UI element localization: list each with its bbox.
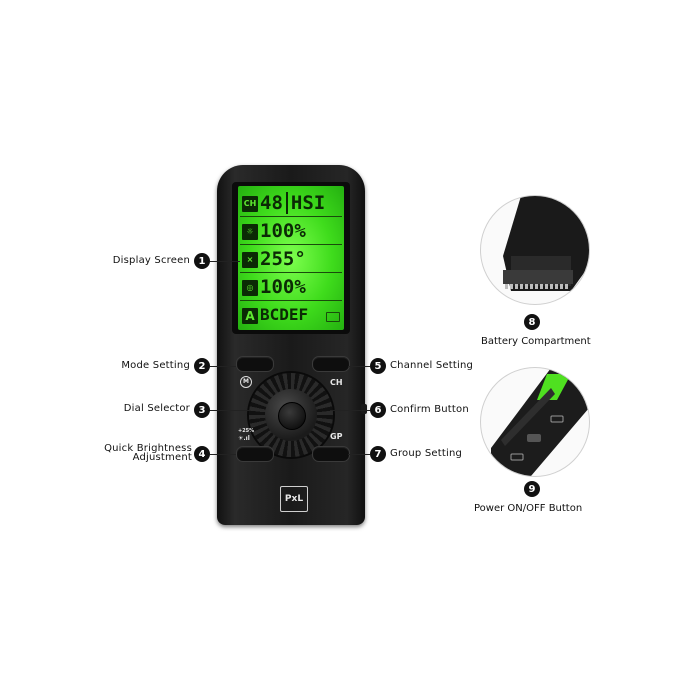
callout-label-confirm-button: Confirm Button: [390, 404, 469, 415]
callout-label-dial-selector: Dial Selector: [123, 403, 190, 414]
callout-label-battery-compartment: Battery Compartment: [481, 336, 591, 347]
group-value: BCDEF: [260, 305, 309, 324]
callout-badge-6: 6: [370, 402, 386, 418]
quick-brightness-button[interactable]: [236, 446, 274, 462]
lcd-row-saturation: ◎100%: [242, 276, 340, 298]
side-button[interactable]: [361, 404, 367, 414]
brightness-label-top: +25%: [238, 428, 255, 434]
callout-line-3: [210, 410, 250, 411]
mode-value: HSI: [285, 192, 326, 214]
channel-value: 48: [260, 192, 283, 214]
ch-label: CH: [330, 378, 343, 387]
lcd-divider: [240, 272, 342, 273]
callout-line-1: [210, 261, 240, 262]
callout-label-quick-brightness-line1: Quick Brightness: [104, 443, 192, 454]
confirm-button[interactable]: [278, 402, 306, 430]
hue-value: 255°: [260, 248, 306, 270]
callout-badge-2: 2: [194, 358, 210, 374]
lcd-divider: [240, 244, 342, 245]
callout-badge-8: 8: [524, 314, 540, 330]
battery-icon: [326, 312, 340, 322]
callout-line-7: [348, 454, 370, 455]
power-switch-inset: [480, 367, 590, 477]
callout-badge-9: 9: [524, 481, 540, 497]
channel-icon: CH: [242, 195, 258, 212]
hue-icon: ⨯: [242, 251, 258, 268]
callout-label-power-button: Power ON/OFF Button: [474, 503, 583, 514]
callout-badge-1: 1: [194, 253, 210, 269]
brightness-label-icon: ☀.ıl: [238, 435, 250, 442]
saturation-value: 100%: [260, 276, 306, 298]
lcd-divider: [240, 300, 342, 301]
saturation-icon: ◎: [242, 279, 258, 296]
gp-label: GP: [330, 432, 343, 441]
callout-badge-5: 5: [370, 358, 386, 374]
callout-label-mode-setting: Mode Setting: [121, 360, 190, 371]
callout-badge-4: 4: [194, 446, 210, 462]
mode-setting-button[interactable]: [236, 356, 274, 372]
callout-label-quick-brightness-line2: Adjustment: [132, 452, 192, 463]
callout-line-6: [330, 410, 370, 411]
lcd-row-brightness: ☼100%: [242, 220, 340, 242]
power-switch-illustration: [491, 368, 589, 476]
callout-badge-3: 3: [194, 402, 210, 418]
pixel-logo: PxL: [280, 486, 308, 512]
callout-label-quick-brightness: Quick Brightness Adjustment: [92, 443, 192, 463]
callout-label-channel-setting: Channel Setting: [390, 360, 474, 371]
group-setting-button[interactable]: [312, 446, 350, 462]
callout-line-4: [210, 454, 236, 455]
battery-compartment-inset: [480, 195, 590, 305]
mode-icon: M: [240, 376, 252, 388]
callout-line-2: [210, 366, 236, 367]
brightness-icon: ☼: [242, 223, 258, 240]
callout-label-group-setting: Group Setting: [390, 448, 463, 459]
channel-setting-button[interactable]: [312, 356, 350, 372]
group-a-icon: A: [242, 307, 258, 324]
callout-line-5: [348, 366, 370, 367]
callout-label-display-screen: Display Screen: [112, 255, 190, 266]
lcd-row-hue: ⨯255°: [242, 248, 340, 270]
lcd-divider: [240, 216, 342, 217]
callout-badge-7: 7: [370, 446, 386, 462]
battery-compartment-illustration: [503, 196, 589, 291]
brightness-value: 100%: [260, 220, 306, 242]
